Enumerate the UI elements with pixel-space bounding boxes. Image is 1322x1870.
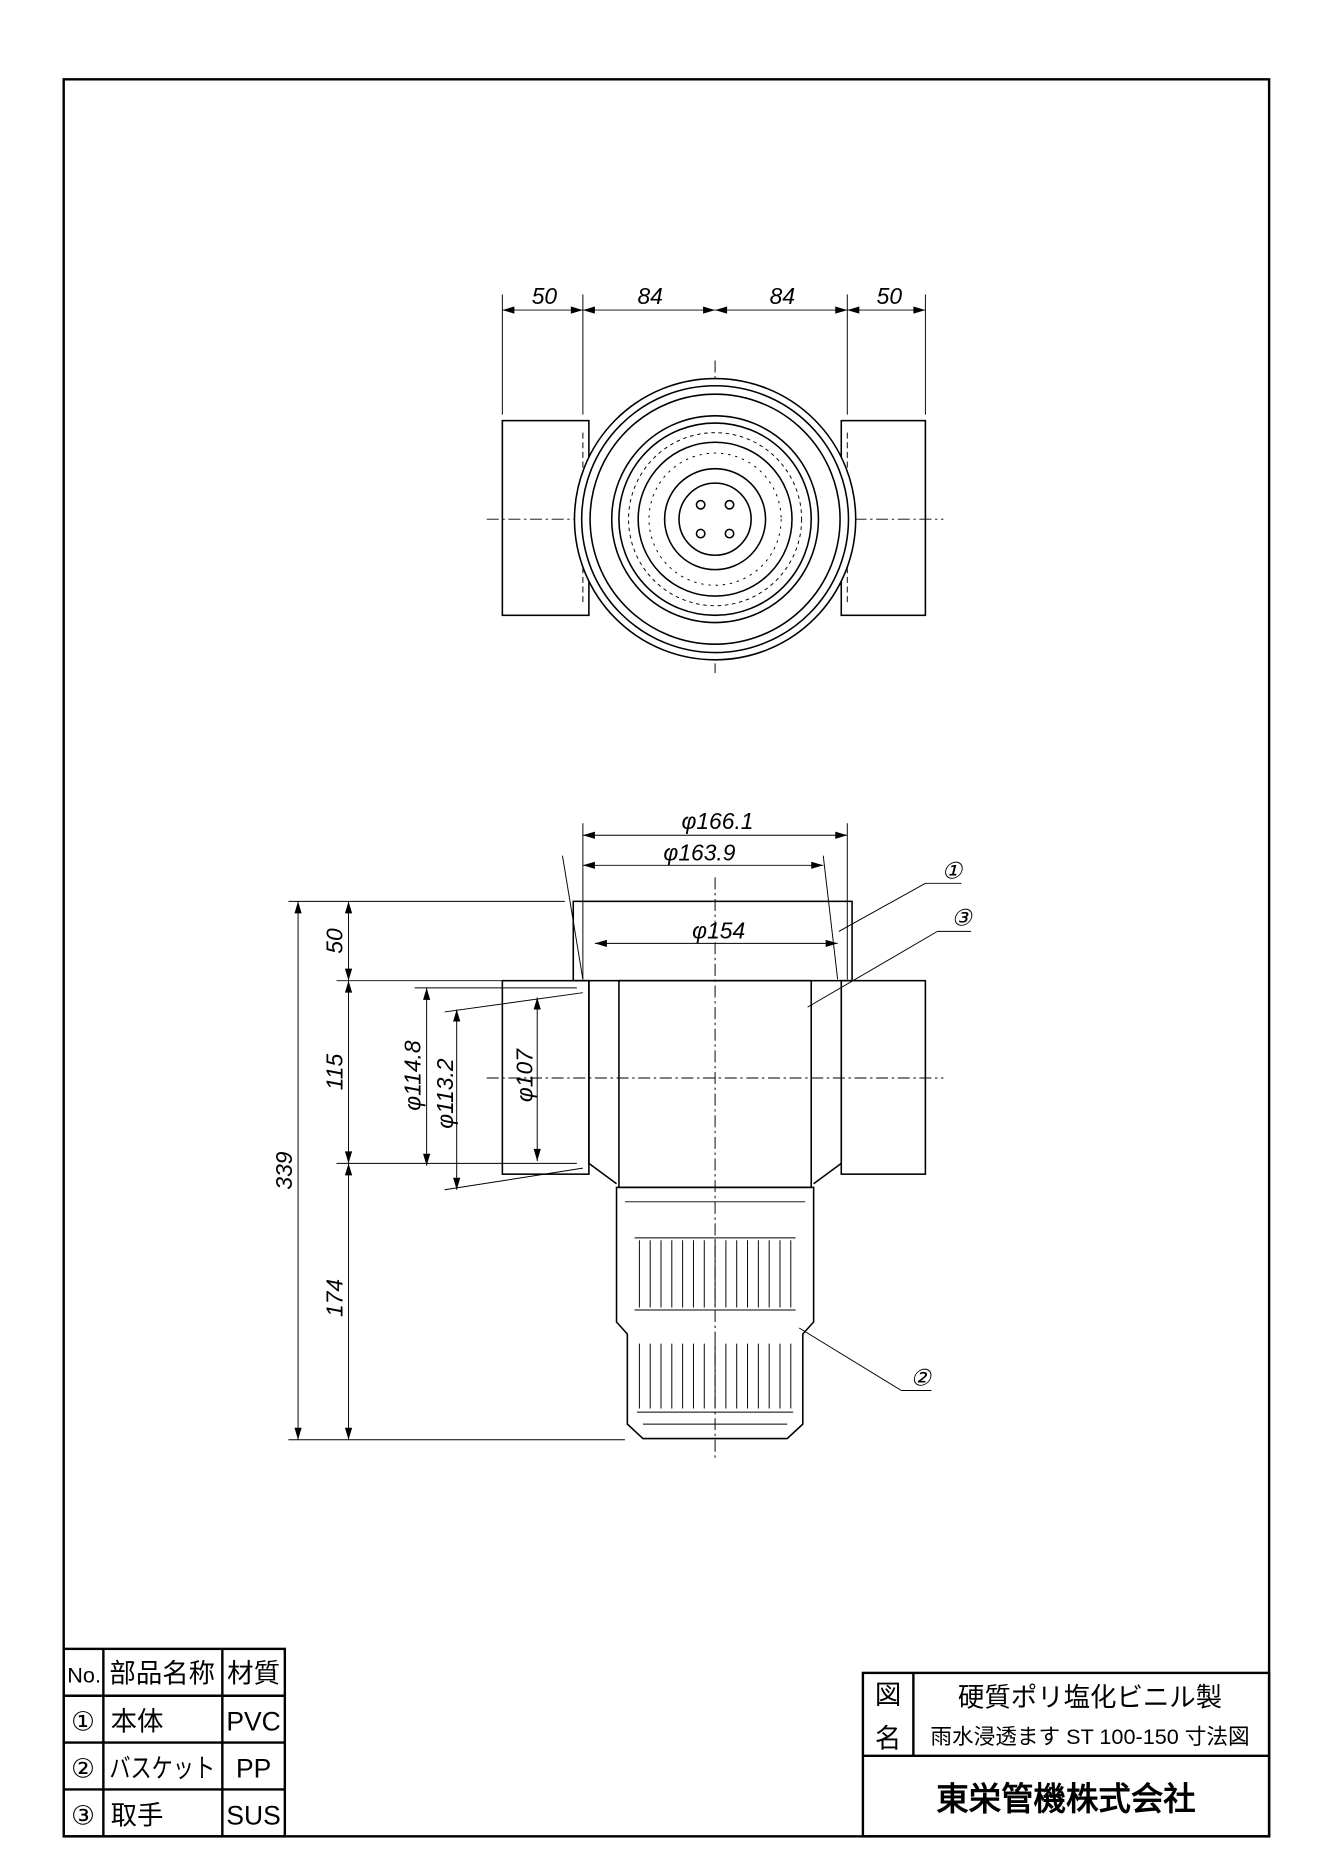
header-no: No. <box>67 1663 101 1688</box>
label-zu: 図 <box>875 1680 901 1710</box>
dim-d-inner: φ163.9 <box>663 839 735 865</box>
row-3-name: 取手 <box>111 1800 164 1830</box>
header-name: 部品名称 <box>109 1659 215 1689</box>
balloon-1: ① <box>942 858 964 884</box>
dim-h-mid: 115 <box>322 1054 348 1091</box>
dim-top-3: 84 <box>770 283 795 309</box>
dim-h-total: 339 <box>271 1151 297 1189</box>
drawing-title-line1: 硬質ポリ塩化ビニル製 <box>958 1683 1222 1713</box>
dim-h-bottom: 174 <box>322 1279 348 1317</box>
row-2-no: ② <box>71 1753 95 1783</box>
dim-top-4: 50 <box>877 283 903 309</box>
row-2-material: PP <box>236 1753 271 1783</box>
dim-d-basket: φ154 <box>692 918 745 944</box>
dim-d-pipe-inner: φ107 <box>511 1048 537 1102</box>
dim-d-pipe-outer: φ114.8 <box>400 1040 426 1111</box>
row-1-no: ① <box>71 1707 95 1737</box>
dim-top-2: 84 <box>637 283 662 309</box>
top-view: 50 84 84 50 <box>486 283 944 674</box>
dim-d-pipe-mid: φ113.2 <box>432 1058 458 1129</box>
label-mei: 名 <box>875 1723 901 1753</box>
title-block: 図 名 硬質ポリ塩化ビニル製 雨水浸透ます ST 100-150 寸法図 東栄管… <box>861 1671 1271 1838</box>
basket-ribs <box>638 1240 792 1409</box>
drawing-title-line2: 雨水浸透ます ST 100-150 寸法図 <box>930 1724 1249 1749</box>
dim-top-1: 50 <box>532 283 558 309</box>
dim-h-top: 50 <box>322 928 348 954</box>
company-name: 東栄管機株式会社 <box>936 1781 1196 1817</box>
row-2-name: バスケット <box>109 1753 215 1783</box>
dim-d-outer: φ166.1 <box>681 808 753 834</box>
sheet-border <box>62 78 1271 1838</box>
row-1-name: 本体 <box>111 1707 164 1737</box>
balloon-3: ③ <box>951 904 973 930</box>
front-view: φ166.1 φ163.9 φ154 339 50 115 174 φ114.8… <box>271 808 973 1461</box>
row-3-material: SUS <box>226 1800 280 1830</box>
balloon-2: ② <box>910 1365 932 1391</box>
row-1-material: PVC <box>226 1707 280 1737</box>
header-material: 材質 <box>227 1659 280 1689</box>
row-3-no: ③ <box>71 1800 95 1830</box>
parts-table: No. 部品名称 材質 ① 本体 PVC ② バスケット PP ③ 取手 SUS <box>62 1647 287 1838</box>
